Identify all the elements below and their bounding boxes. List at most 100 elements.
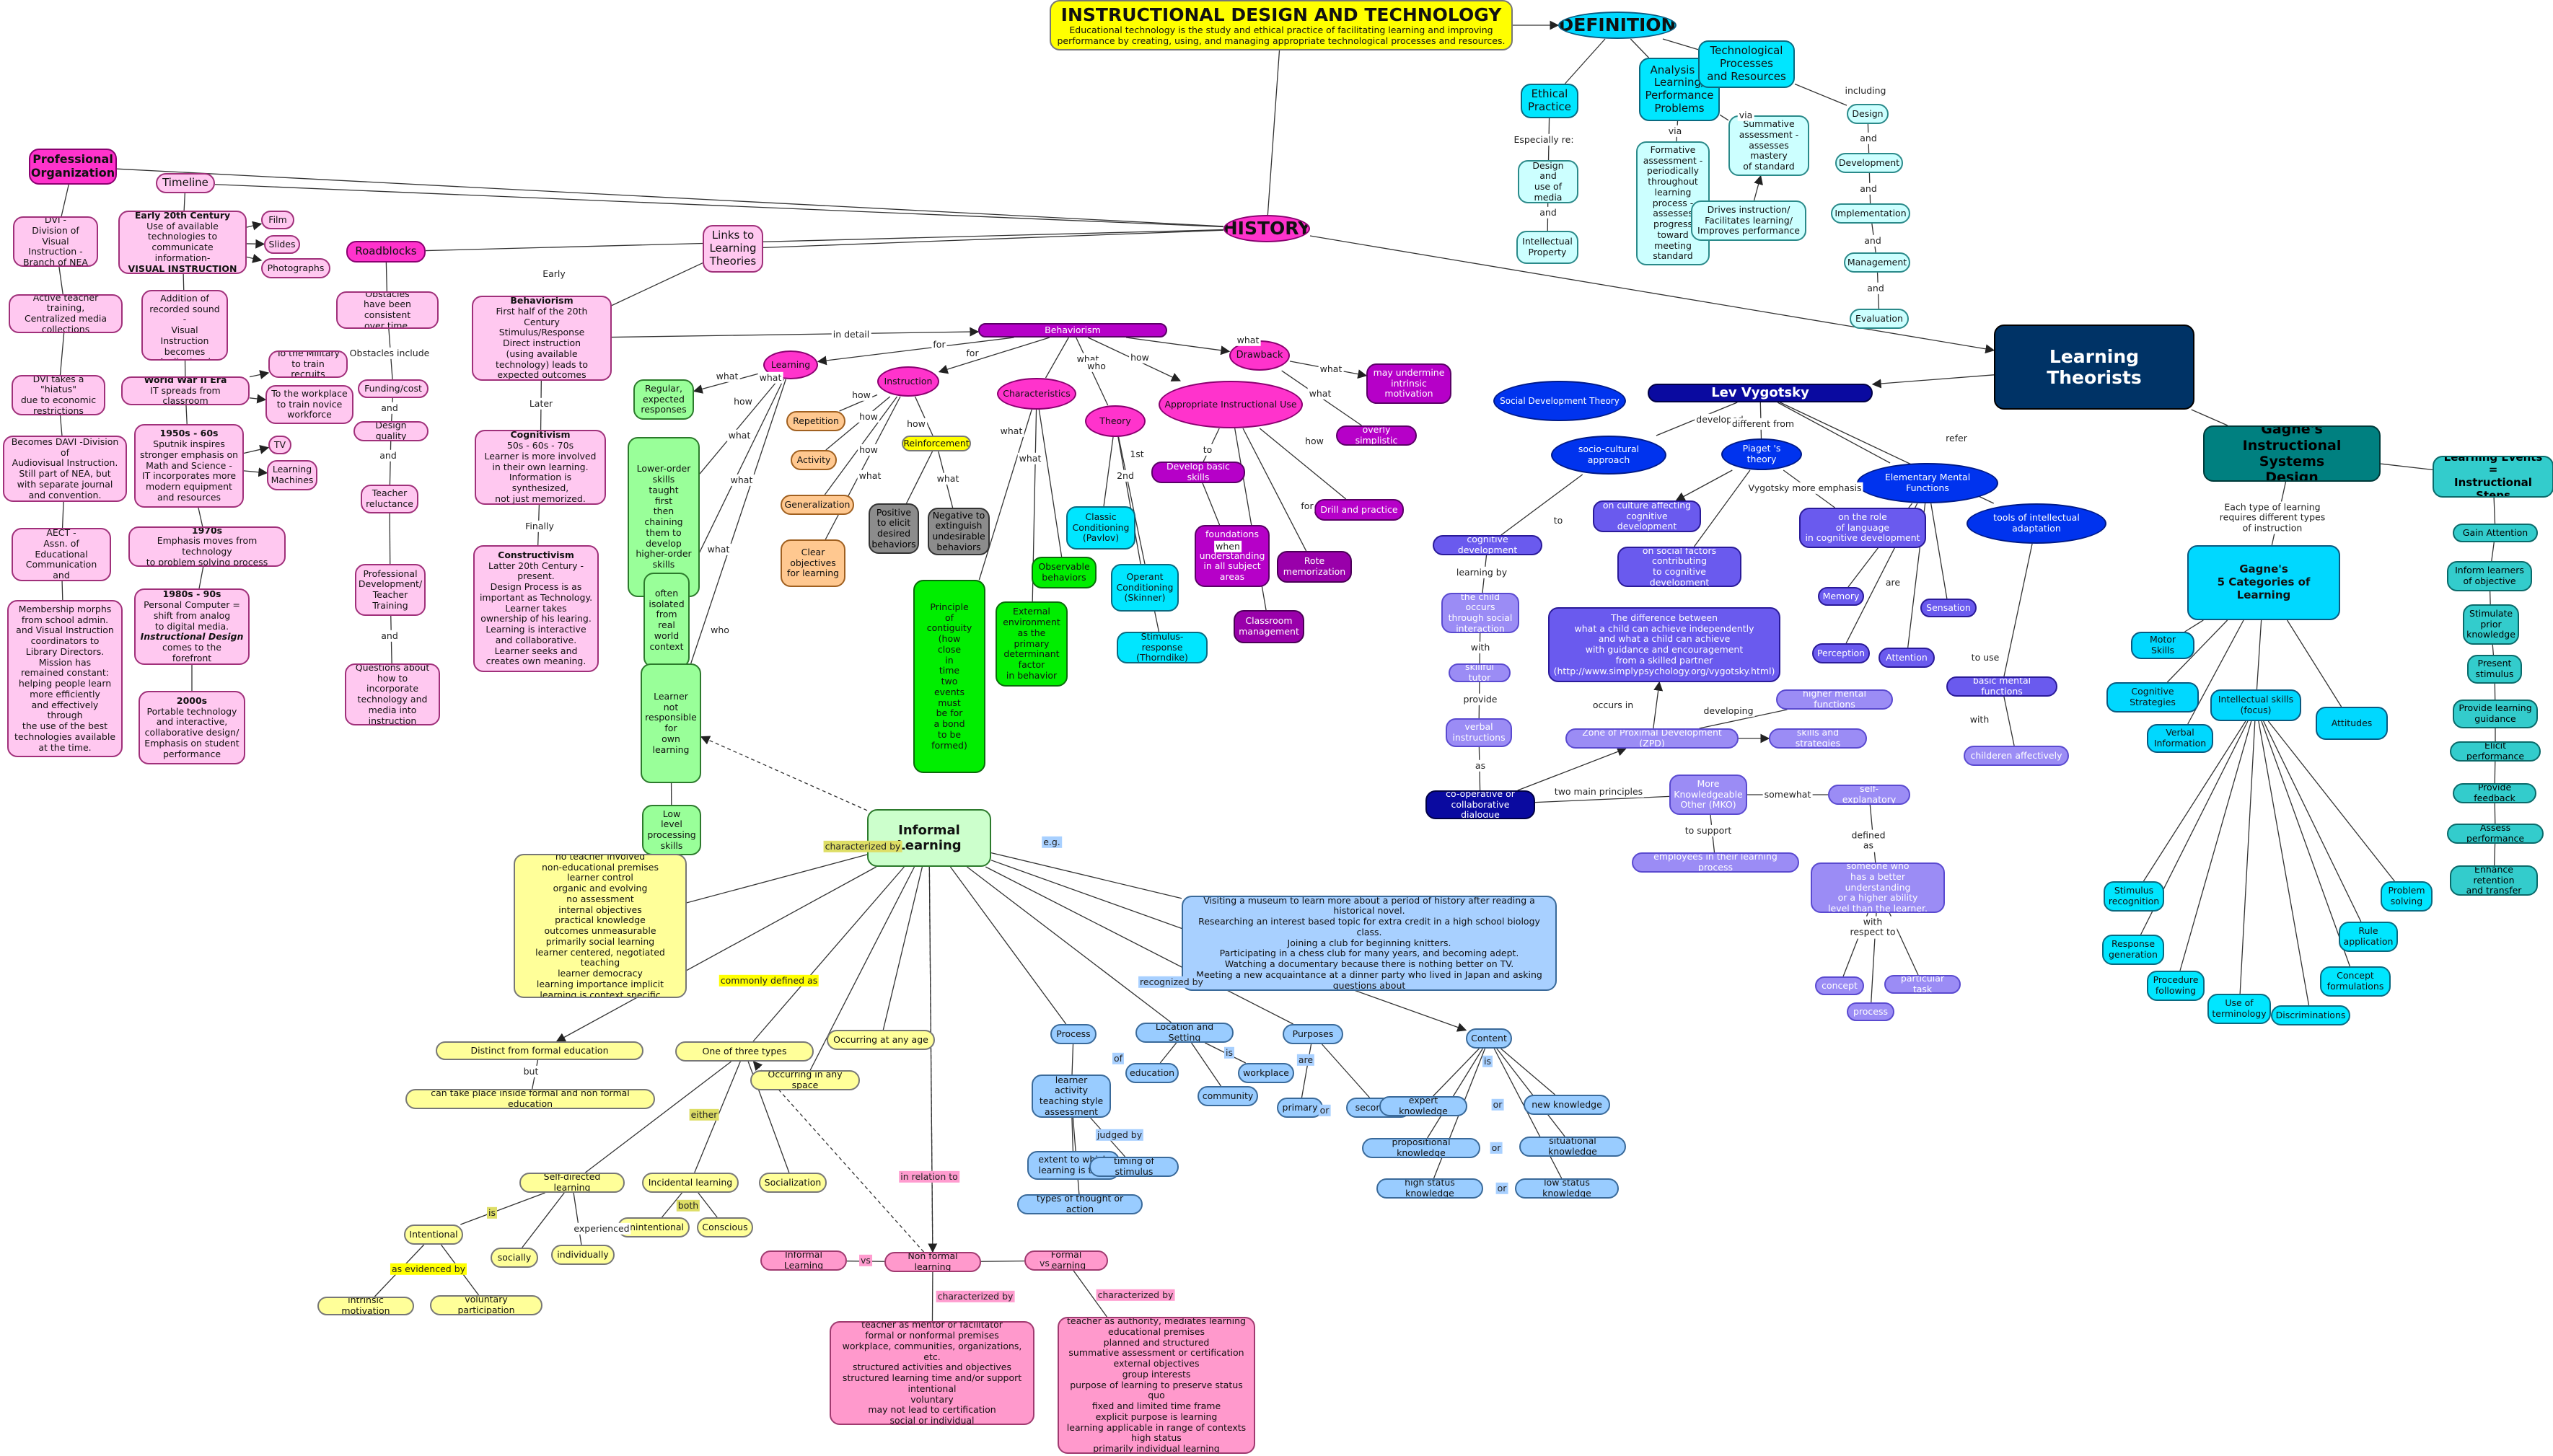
connector-basic-foundations [1202, 482, 1221, 526]
connector-links-behaviorism [611, 262, 703, 306]
node-text: may undermine intrinsic motivation [1373, 366, 1445, 400]
link-label: or [1495, 1182, 1508, 1195]
node-stimresp: Stimulus-response (Thorndike) [1117, 632, 1208, 663]
node-text: Verbal Information [2153, 727, 2207, 749]
link-label: what [1017, 452, 1043, 465]
node-text: primary [1282, 1101, 1318, 1113]
connector-intellectual-discrim [2258, 720, 2310, 1006]
node-timeline: Timeline [156, 173, 215, 193]
link-label: how [851, 389, 872, 402]
node-text: Process [1056, 1028, 1091, 1039]
node-someone: someone who has a better understanding o… [1811, 862, 1945, 913]
link-label: Later [527, 397, 555, 410]
link-label: for [1299, 500, 1315, 513]
node-text: Learning [770, 358, 811, 370]
node-text: DVI - Division of Visual Instruction - B… [23, 216, 88, 267]
node-text: higher mental functions [1803, 689, 1866, 710]
connector-d1950-d1970 [198, 507, 203, 527]
node-text: Concept formulations [2326, 970, 2384, 992]
node-text: Location and Setting [1155, 1023, 1214, 1043]
connector-selfdir-intentional [460, 1192, 545, 1225]
connector-selfdir-individually [573, 1192, 582, 1245]
node-text: Piaget 's theory [1742, 443, 1781, 464]
node-attitudes: Attitudes [2316, 707, 2388, 740]
link-label: to support [1683, 824, 1734, 837]
connector-incidental-conscious [698, 1192, 718, 1218]
node-text: HISTORY [1223, 218, 1310, 239]
connector-roadblocks-obstacles [385, 262, 388, 292]
node-text: Funding/cost [364, 382, 422, 394]
connector-early20-photos [246, 254, 263, 263]
node-text: Elementary Mental Functions [1884, 472, 1971, 493]
node-text: Intellectual Property [1522, 236, 1573, 257]
link-label: and [1866, 282, 1886, 295]
connector-early20-film [246, 221, 263, 231]
node-motor: Motor Skills [2131, 632, 2194, 659]
node-nonformal: Non formal learning [884, 1252, 981, 1272]
connector-content-newk [1500, 1048, 1555, 1095]
node-voluntary: voluntary participation [430, 1295, 542, 1315]
connector-informal-process [949, 866, 1067, 1025]
connector-informal-purposes [985, 866, 1293, 1025]
connector-selfdir-socially [522, 1192, 565, 1248]
link-label: or [1491, 1098, 1504, 1111]
connector-location-community [1191, 1042, 1221, 1087]
connector-timeline-early20 [183, 193, 185, 211]
node-instruction: Instruction [877, 366, 939, 397]
node-hmf: higher mental functions [1776, 689, 1893, 710]
node-intentional: Intentional [404, 1225, 463, 1245]
node-cogstrat: Cognitive Strategies [2106, 682, 2199, 712]
node-text: Attitudes [2331, 717, 2373, 728]
node-contiguity: Principle of contiguity (how close in ti… [913, 580, 985, 773]
connector-theory-operant [1117, 436, 1141, 565]
link-label: what [998, 425, 1024, 438]
connector-vygotsky-emf [1777, 402, 1891, 464]
node-terminology: Use of terminology [2207, 994, 2271, 1024]
node-text: Elicit performance [2466, 741, 2525, 762]
node-text: Incidental learning [648, 1176, 733, 1188]
node-title: 1950s - 60s [159, 428, 219, 439]
node-negative: Negative to extinguish undesirable behav… [928, 508, 990, 555]
link-label: judged by [1095, 1129, 1144, 1142]
node-funding: Funding/cost [358, 379, 429, 398]
node-community: community [1198, 1086, 1258, 1106]
node-hiatus: DVI takes a "hiatus" due to economic res… [12, 375, 105, 415]
node-observable: Observable behaviors [1032, 557, 1097, 588]
connector-formal-fchar [1073, 1270, 1107, 1318]
link-label: provide [1462, 693, 1499, 706]
node-text: Repetition [793, 415, 839, 426]
node-text: foundations of understanding in all subj… [1199, 529, 1265, 583]
node-text: Motor Skills [2149, 634, 2176, 656]
link-label: what [857, 469, 883, 482]
link-label: but [522, 1065, 540, 1078]
link-label: and [1538, 206, 1558, 219]
node-text: External environment as the primary dete… [1003, 606, 1060, 681]
node-overly: overly simplistic [1336, 425, 1417, 446]
connector-categories-intellectual [2256, 619, 2262, 690]
node-reluctance: Teacher reluctance [361, 485, 418, 513]
node-text: cognitive development [1457, 535, 1518, 555]
link-label: when [1214, 540, 1242, 553]
node-text: Photographs [267, 262, 325, 273]
link-label: and [1858, 182, 1879, 195]
connector-davi-aect [61, 501, 64, 529]
node-approp: Appropriate Instructional Use [1159, 381, 1303, 428]
node-text: on culture affecting cognitive developme… [1602, 500, 1692, 532]
connector-intellectual-rule [2263, 720, 2362, 922]
connector-hiatus-davi [59, 415, 63, 436]
node-formative: Formative assessment - periodically thro… [1636, 141, 1710, 265]
connector-behav2-characteristics [1045, 337, 1069, 379]
node-text: Development [1838, 156, 1900, 168]
node-text: Intellectual skills (focus) [2218, 694, 2294, 715]
node-basicmental: basic mental functions [1946, 676, 2057, 697]
link-label: and [379, 630, 400, 643]
node-generalization: Generalization [781, 495, 854, 515]
node-text: Stimulus-response (Thorndike) [1136, 632, 1188, 663]
node-text: low status knowledge [1542, 1178, 1591, 1199]
node-title: World War II Era [144, 376, 227, 385]
node-text: employees in their learning process [1653, 852, 1778, 873]
node-text: Occurring at any age [833, 1033, 928, 1045]
node-learneractivity: learner activity teaching style assessme… [1032, 1075, 1111, 1118]
